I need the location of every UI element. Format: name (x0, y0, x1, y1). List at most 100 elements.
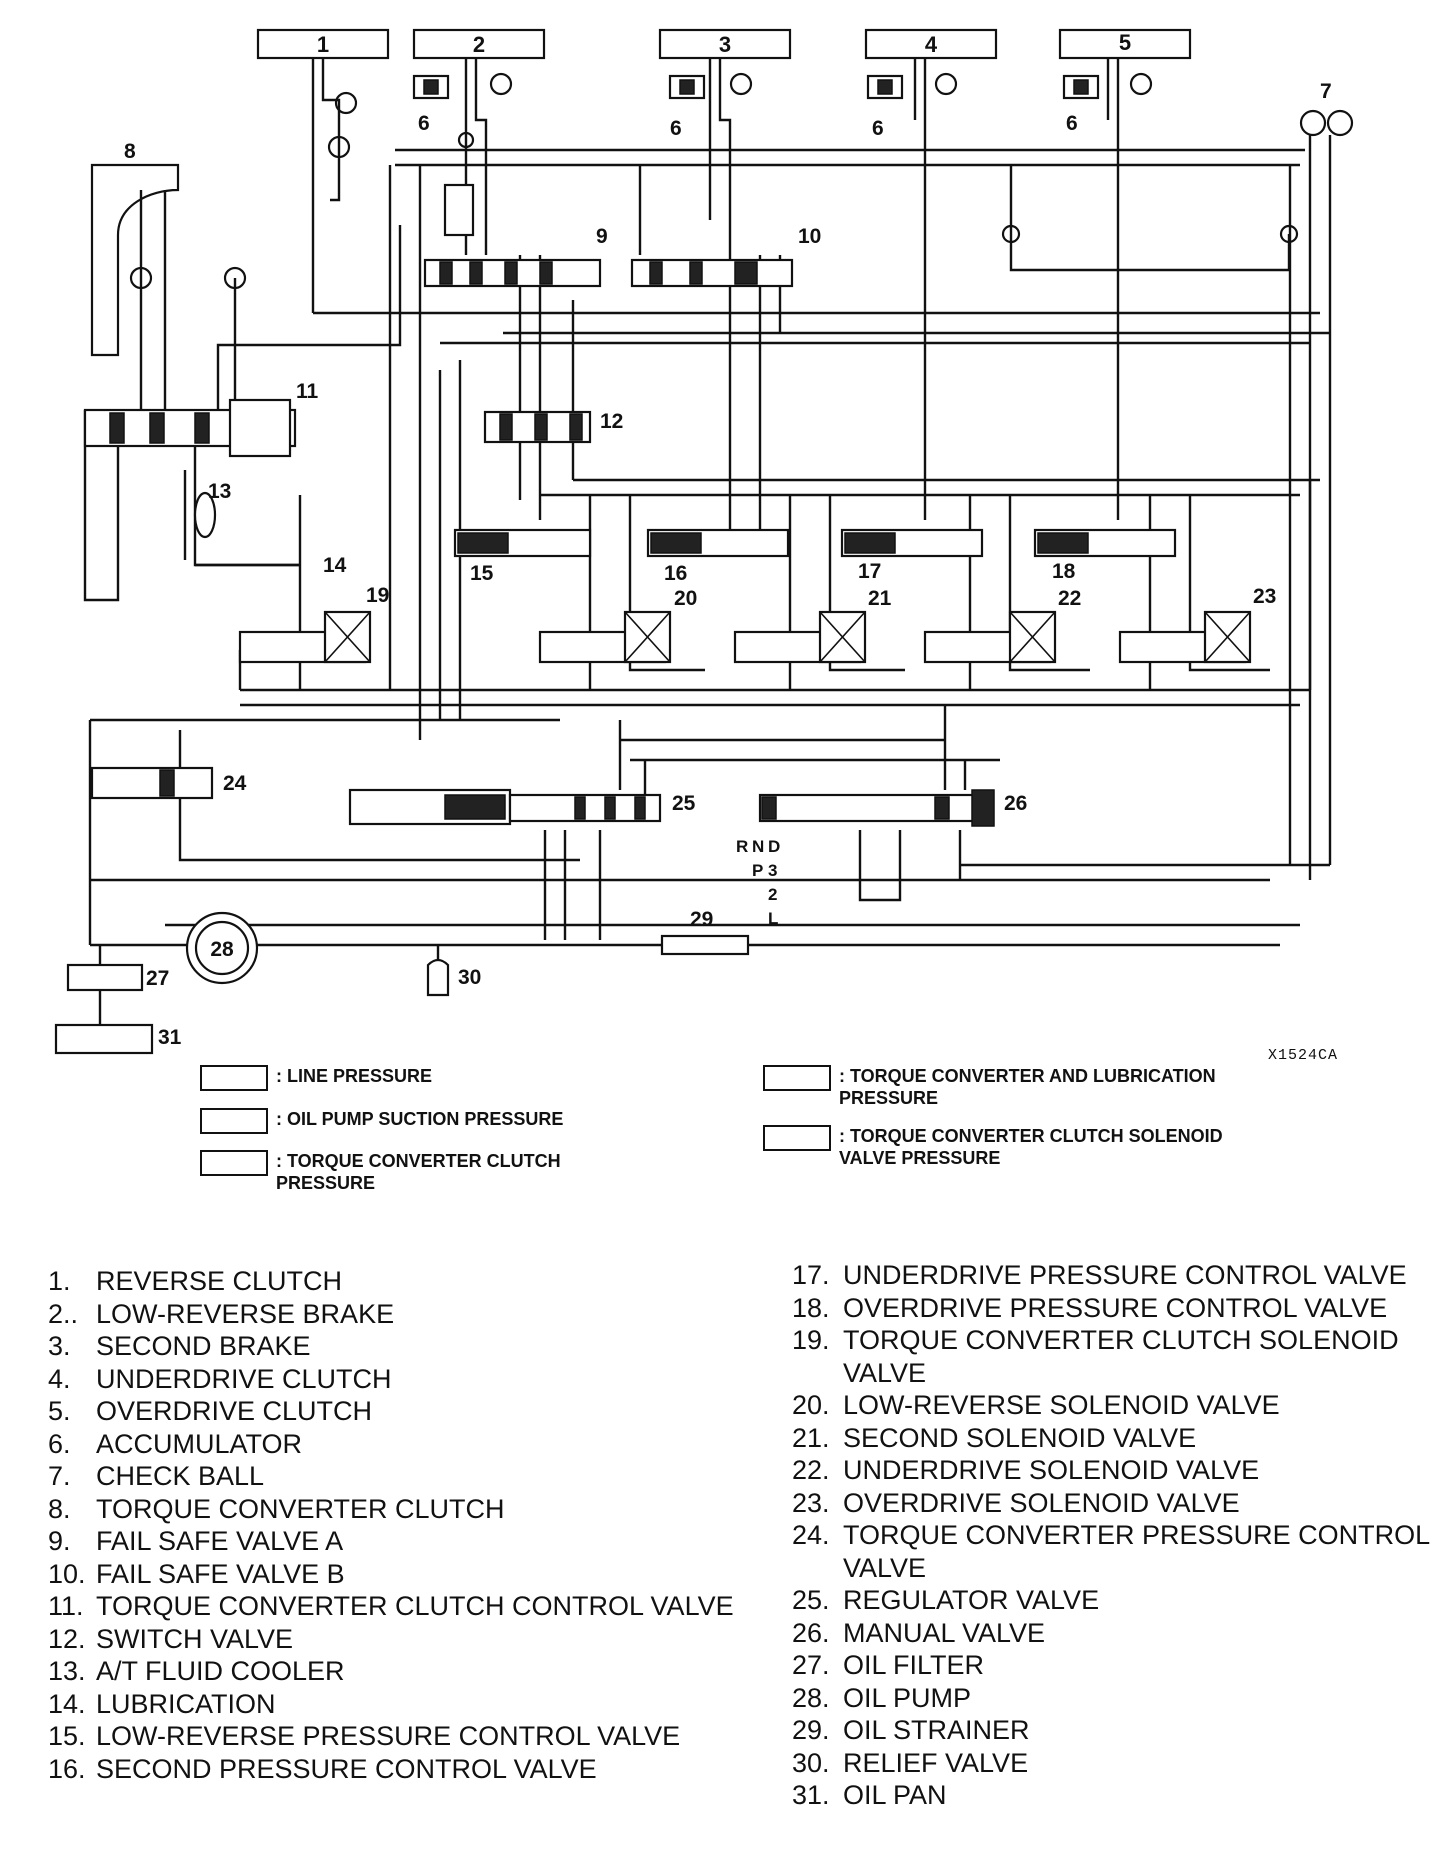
pipe-drop-1b (321, 58, 341, 202)
tap-2 (489, 72, 513, 96)
parts-list-item: 23.OVERDRIVE SOLENOID VALVE (792, 1487, 1432, 1520)
part-number: 17. (792, 1260, 830, 1290)
callout-11: 11 (296, 380, 319, 403)
accumulators: 6 6 6 6 (412, 74, 1100, 140)
parts-list-item: 29. OIL STRAINER (792, 1714, 1432, 1747)
part-number: 1. (48, 1266, 71, 1296)
pipe-left-loop (83, 410, 120, 602)
legend-suction-pressure: : OIL PUMP SUCTION PRESSURE (200, 1108, 563, 1134)
fail-safe-a-land-1 (439, 261, 453, 285)
part-label: OIL STRAINER (843, 1715, 1030, 1745)
pipe-cell-1b (628, 495, 705, 672)
legend-text: : TORQUE CONVERTER CLUTCH PRESSURE (276, 1151, 561, 1193)
parts-list-item: 13.A/T FLUID COOLER (48, 1655, 748, 1688)
box-low-reverse-brake (412, 28, 546, 60)
pos-p: P (752, 861, 763, 880)
parts-list-item: 9.FAIL SAFE VALVE A (48, 1525, 748, 1558)
part-label: SECOND BRAKE (96, 1331, 311, 1361)
callout-27: 27 (146, 967, 169, 990)
oil-pan (54, 1023, 154, 1055)
accumulator-4-piston (877, 79, 893, 95)
part-label: OIL PUMP (843, 1682, 972, 1713)
parts-list-item: 8.TORQUE CONVERTER CLUTCH (48, 1493, 748, 1526)
part-number: 7. (48, 1461, 71, 1491)
manual-valve-detent (971, 789, 995, 827)
part-label: OVERDRIVE PRESSURE CONTROL VALVE (843, 1292, 1388, 1323)
regulator-land-1 (574, 796, 586, 820)
part-label: CHECK BALL (96, 1461, 265, 1491)
callout-6c: 6 (872, 117, 884, 140)
callout-29: 29 (690, 908, 713, 931)
part-number: 30. (792, 1747, 830, 1778)
part-label: OIL FILTER (843, 1650, 985, 1680)
oil-strainer (660, 934, 750, 956)
part-number: 29. (792, 1715, 830, 1745)
part-label: RELIEF VALVE (843, 1747, 1029, 1778)
manual-valve-land (934, 796, 950, 820)
bottom-components: 28 27 31 29 30 (54, 908, 750, 1055)
lr-pcv-spring (457, 532, 509, 554)
part-number: 27. (792, 1650, 830, 1680)
pipe-drop-2b (474, 58, 488, 255)
parts-list-item: 19.TORQUE CONVERTER CLUTCH SOLENOID VALV… (792, 1324, 1432, 1389)
part-number: 19. (792, 1325, 830, 1355)
part-number: 15. (48, 1721, 86, 1751)
callout-13: 13 (208, 480, 231, 503)
part-label: UNDERDRIVE CLUTCH (96, 1363, 392, 1394)
shift-position-labels: R N D P 3 2 L (736, 837, 780, 928)
parts-list-item: 18.OVERDRIVE PRESSURE CONTROL VALVE (792, 1292, 1432, 1325)
oil-filter (66, 963, 144, 992)
pipe-cell-2b (828, 495, 905, 672)
parts-list-item: 12.SWITCH VALVE (48, 1623, 748, 1656)
hydraulic-circuit-diagram: 1 2 3 4 5 6 6 6 6 7 (54, 28, 1354, 1055)
callout-28: 28 (210, 938, 234, 961)
tap-4 (934, 72, 958, 96)
check-ball: 7 (327, 80, 1354, 244)
callout-8: 8 (124, 140, 136, 163)
manual-valve-end (761, 796, 777, 820)
fail-safe-b-land-1 (649, 261, 663, 285)
callout-30: 30 (458, 966, 481, 989)
regulator-land-2 (604, 796, 616, 820)
lower-valves: 24 25 26 R N D P 3 2 L (90, 766, 1027, 928)
part-number: 9. (48, 1526, 71, 1556)
part-number: 10. (48, 1558, 86, 1589)
part-label: SWITCH VALVE (96, 1623, 294, 1654)
parts-list-item: 4.UNDERDRIVE CLUTCH (48, 1363, 748, 1396)
tc-pressure-control-valve (90, 766, 214, 800)
part-number: 21. (792, 1422, 830, 1453)
legend-swatch (200, 1108, 268, 1134)
part-label: TORQUE CONVERTER CLUTCH CONTROL VALVE (96, 1591, 734, 1621)
box-label-5: 5 (1119, 30, 1131, 55)
box-label-4: 4 (925, 32, 938, 57)
callout-6b: 6 (670, 117, 682, 140)
manual-valve (758, 793, 992, 823)
legend-swatch (763, 1065, 831, 1091)
part-number: 22. (792, 1455, 830, 1485)
callout-7: 7 (1320, 80, 1332, 103)
parts-list-item: 15.LOW-REVERSE PRESSURE CONTROL VALVE (48, 1720, 748, 1753)
od-pcv-spring (1037, 532, 1089, 554)
part-label: SECOND PRESSURE CONTROL VALVE (96, 1753, 597, 1784)
legend-swatch (763, 1125, 831, 1151)
tap-3 (729, 72, 753, 96)
callout-22: 22 (1058, 587, 1081, 610)
callout-10: 10 (798, 225, 821, 248)
parts-list-item: 1.REVERSE CLUTCH (48, 1265, 748, 1298)
switch-land-3 (569, 413, 583, 441)
relief-valve (426, 958, 450, 997)
callout-31: 31 (158, 1026, 182, 1049)
pressure-taps (129, 72, 1153, 290)
part-label: LOW-REVERSE SOLENOID VALVE (843, 1390, 1280, 1420)
part-label: TORQUE CONVERTER PRESSURE CONTROL VALVE (843, 1520, 1430, 1583)
callout-25: 25 (672, 792, 696, 815)
regulator-plunger (444, 794, 506, 820)
parts-list-item: 25.REGULATOR VALVE (792, 1584, 1432, 1617)
tcc-control-land-1 (109, 412, 125, 444)
parts-list-item: 14.LUBRICATION (48, 1688, 748, 1721)
parts-list-item: 11.TORQUE CONVERTER CLUTCH CONTROL VALVE (48, 1590, 748, 1623)
legend-tcc-solenoid-pressure: : TORQUE CONVERTER CLUTCH SOLENOID VALVE… (763, 1125, 1223, 1169)
tc-pcv-land (159, 769, 175, 797)
callout-26: 26 (1004, 792, 1027, 815)
callout-15: 15 (470, 562, 494, 585)
